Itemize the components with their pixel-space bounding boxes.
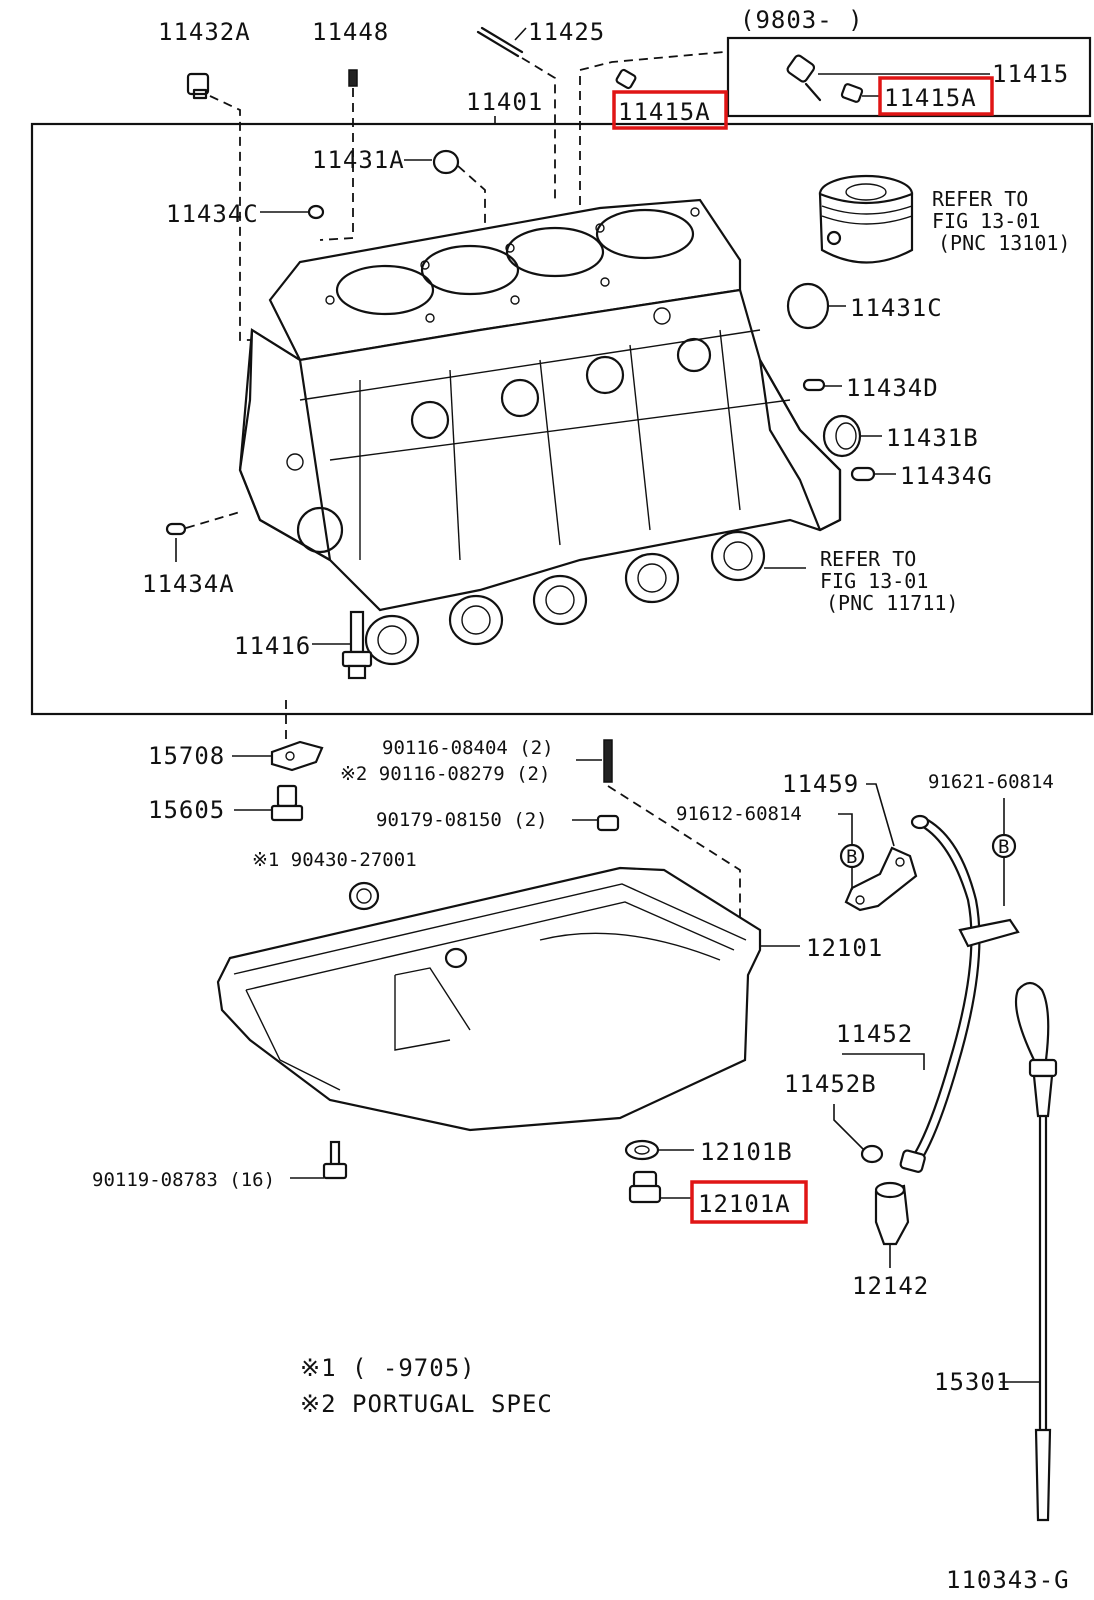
label-11431B: 11431B [886,424,979,452]
leader-11448 [319,88,354,241]
label-11432A: 11432A [158,18,251,46]
label-11434C: 11434C [166,200,259,228]
label-11415A-b: 11415A [884,84,977,112]
leader-90116-dash [607,785,741,930]
label-refer1-line1: REFER TO [932,187,1028,211]
label-11452B: 11452B [784,1070,877,1098]
bracket-11459-icon [844,846,918,912]
label-12101: 12101 [806,934,883,962]
pin-11434D-icon [802,378,826,392]
label-90116-08279: ※2 90116-08279 (2) [340,763,550,785]
cup-plug-11431B-icon [822,414,862,458]
label-11434D: 11434D [846,374,939,402]
leader-11425-b [521,57,556,200]
bolt-90119-icon [322,1140,348,1180]
label-15708: 15708 [148,742,225,770]
label-15605: 15605 [148,796,225,824]
figure-code: 110343-G [946,1566,1070,1594]
label-90179-08150: 90179-08150 (2) [376,809,548,831]
label-91621-60814: 91621-60814 [928,771,1054,793]
bolt-11415A-icon [615,68,637,90]
label-90119-08783: 90119-08783 (16) [92,1169,275,1191]
pin-11434C-icon [307,204,325,220]
label-12101A: 12101A [698,1190,791,1218]
cylinder-block-11401-icon [238,198,842,612]
bolt-b-marker-1 [839,843,865,869]
stud-11448-icon [348,69,358,87]
label-11448: 11448 [312,18,389,46]
leader-91612 [838,813,853,844]
label-b-circle-2: B [998,836,1009,858]
piston-icon [818,174,914,264]
bolt-11416-icon [341,610,373,680]
label-11415A-a: 11415A [618,98,711,126]
label-refer1-line3: (PNC 13101) [938,231,1070,255]
label-11401: 11401 [466,88,543,116]
label-11431C: 11431C [850,294,943,322]
stud-11425-icon [476,26,524,58]
engine-block-frame [30,122,1094,716]
label-refer2-line3: (PNC 11711) [826,591,958,615]
label-refer2-line2: FIG 13-01 [820,569,928,593]
label-refer1-line2: FIG 13-01 [932,209,1040,233]
bracket-15708-icon [270,740,324,772]
dipstick-guide-11452-icon [899,814,1020,1173]
label-refer2-line1: REFER TO [820,547,916,571]
leader-11434A-dash [185,511,241,529]
leader-11432A [209,95,252,341]
crank-bearings-icon [364,530,766,666]
leader-11459 [866,783,895,847]
label-90116-08404: 90116-08404 (2) [382,737,554,759]
label-12142: 12142 [852,1272,929,1300]
drain-plug-12101A-icon [628,1170,662,1204]
guide-12142-icon [874,1181,910,1246]
cup-plug-11431A-icon [432,149,460,175]
label-15301: 15301 [934,1368,1011,1396]
footnote-2: ※2 PORTUGAL SPEC [300,1390,553,1418]
label-11415: 11415 [992,60,1069,88]
highlight-11415A-b [878,76,994,116]
plug-11432A-icon [186,72,210,100]
highlight-12101A [690,1180,808,1224]
leader-11452 [842,1053,925,1070]
bolt-b-marker-2 [991,833,1017,859]
footnote-1: ※1 ( -9705) [300,1354,476,1382]
label-b-circle-1: B [846,846,857,868]
relief-valve-15605-icon [270,784,304,822]
gasket-12101B-icon [624,1139,660,1161]
label-11416: 11416 [234,632,311,660]
dipstick-15301-icon [1014,981,1058,1522]
pin-11434G-icon [850,466,876,482]
label-90430-27001: ※1 90430-27001 [252,849,417,871]
cup-plug-11431C-icon [786,282,830,330]
label-11434G: 11434G [900,462,993,490]
stud-90116-icon [603,739,613,783]
variant-inset-frame [726,36,1092,118]
label-11459: 11459 [782,770,859,798]
label-91612-60814: 91612-60814 [676,803,802,825]
label-11431A: 11431A [312,146,405,174]
pin-11434A-icon [165,522,187,536]
label-11434A: 11434A [142,570,235,598]
leader-11431A-b [457,165,486,225]
gasket-90430-icon [348,881,380,911]
label-11452: 11452 [836,1020,913,1048]
highlight-11415A-a [612,90,728,130]
label-range-9803: (9803- ) [740,6,864,34]
nut-90179-icon [596,814,620,832]
label-12101B: 12101B [700,1138,793,1166]
label-11425: 11425 [528,18,605,46]
leader-11452B [833,1104,865,1151]
oil-pan-12101-icon [216,866,762,1132]
oring-11452B-icon [860,1144,884,1164]
leader-11425-a [514,27,527,41]
variant-bolt-11415-icon [786,54,864,103]
